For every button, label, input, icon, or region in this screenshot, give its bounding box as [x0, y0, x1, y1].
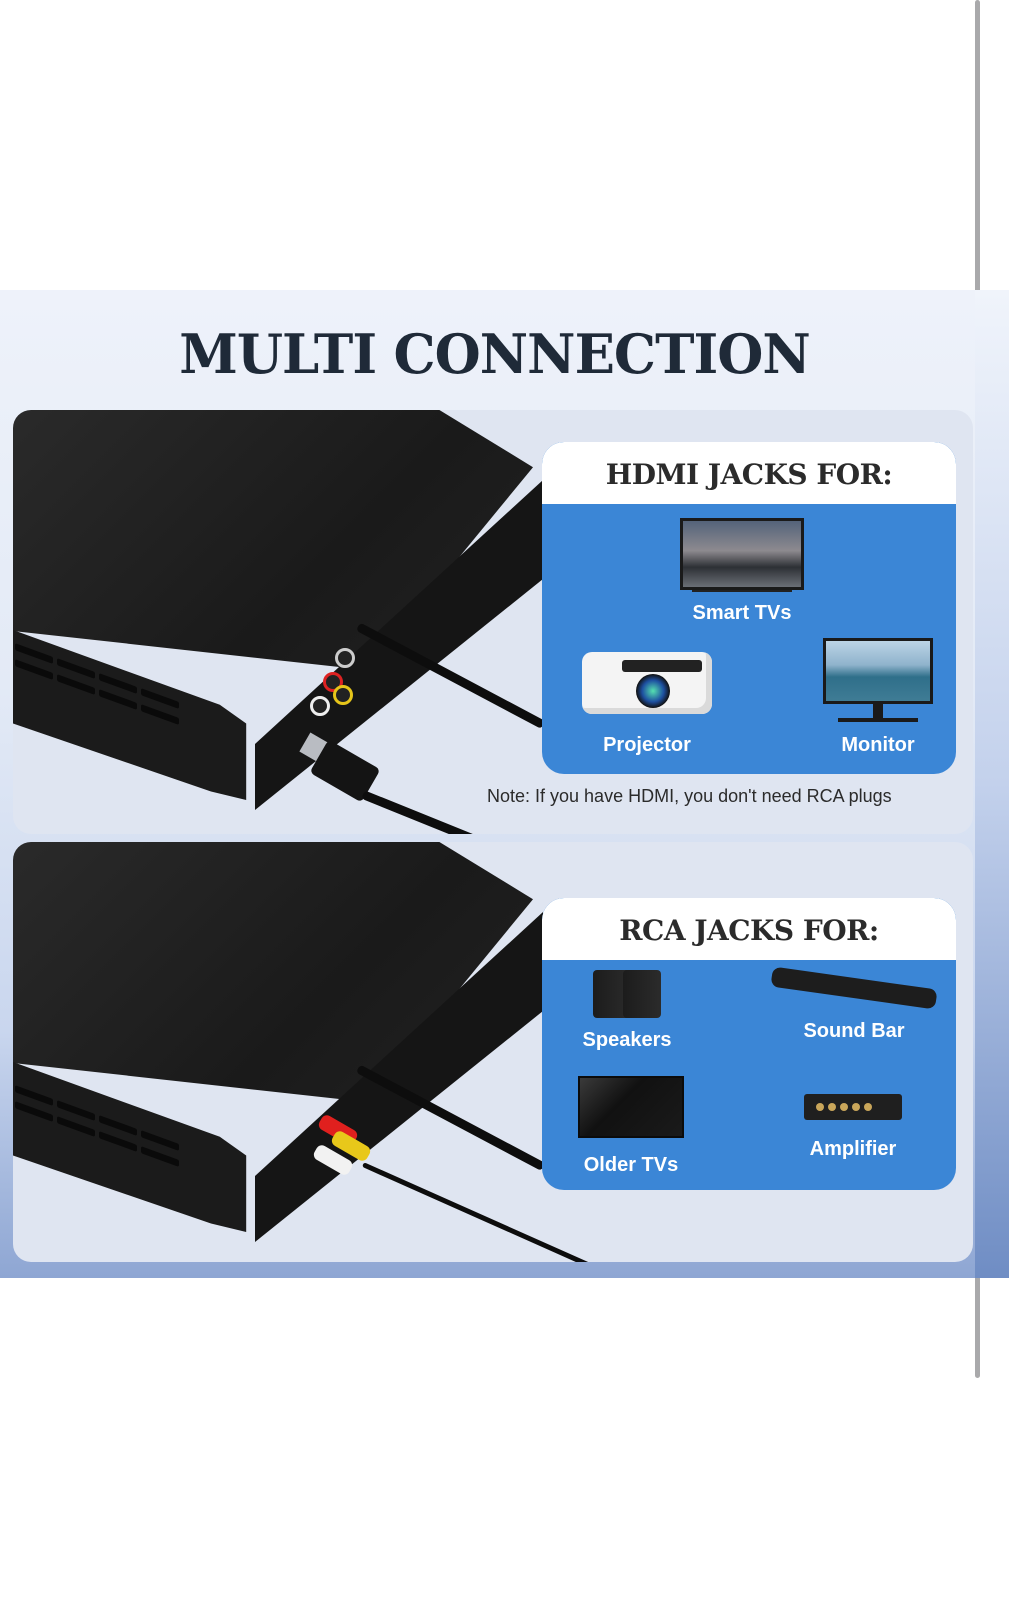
banner-edge [975, 290, 1009, 1278]
hdmi-item-label: Monitor [841, 734, 915, 756]
amplifier-icon [804, 1094, 902, 1120]
hdmi-panel: HDMI JACKS FOR: Smart TVs Projector Moni… [13, 410, 973, 834]
tv-stand [692, 590, 792, 592]
hdmi-note: Note: If you have HDMI, you don't need R… [487, 786, 892, 806]
hdmi-item-monitor: Monitor [808, 638, 948, 757]
hdmi-item-label: Smart TVs [692, 602, 792, 624]
rca-panel: RCA JACKS FOR: Speakers Sound Bar Older … [13, 842, 973, 1262]
speakers-icon [562, 964, 692, 1023]
amp-jack [840, 1103, 848, 1111]
projector-panel [622, 660, 702, 672]
hdmi-card: HDMI JACKS FOR: Smart TVs Projector Moni… [542, 442, 956, 774]
rca-item-label: Speakers [582, 1029, 672, 1051]
rca-item-label: Older TVs [583, 1154, 679, 1176]
amp-jack [852, 1103, 860, 1111]
amp-jack [864, 1103, 872, 1111]
coaxial-jack [335, 648, 355, 668]
rca-card: RCA JACKS FOR: Speakers Sound Bar Older … [542, 898, 956, 1190]
rca-item-speakers: Speakers [562, 964, 692, 1052]
rca-item-amplifier: Amplifier [778, 1094, 928, 1161]
white-jack [310, 696, 330, 716]
projector-icon [582, 652, 712, 714]
rca-item-label: Sound Bar [803, 1020, 905, 1042]
hdmi-heading: HDMI JACKS FOR: [542, 442, 956, 504]
monitor-base [838, 718, 918, 722]
projector-lens [636, 674, 670, 708]
dvd-player-hdmi-image [13, 410, 553, 834]
hdmi-item-projector: Projector [572, 652, 722, 757]
hdmi-item-smart-tv: Smart TVs [662, 518, 822, 625]
speaker-right [623, 970, 661, 1018]
hdmi-item-label: Projector [603, 734, 691, 756]
smart-tv-icon [680, 518, 804, 590]
monitor-icon [823, 638, 933, 704]
page-title: MULTI CONNECTION [179, 322, 811, 386]
yellow-jack [333, 685, 353, 705]
rca-item-older-tv: Older TVs [566, 1076, 696, 1177]
amp-jack [816, 1103, 824, 1111]
rca-item-sound-bar: Sound Bar [764, 966, 944, 1043]
dvd-player-rca-image [13, 842, 639, 1262]
rca-heading: RCA JACKS FOR: [542, 898, 956, 960]
rca-item-label: Amplifier [809, 1138, 897, 1160]
amp-jack [828, 1103, 836, 1111]
sound-bar-icon [770, 966, 938, 1010]
older-tv-icon [578, 1076, 684, 1138]
monitor-neck [873, 704, 883, 718]
